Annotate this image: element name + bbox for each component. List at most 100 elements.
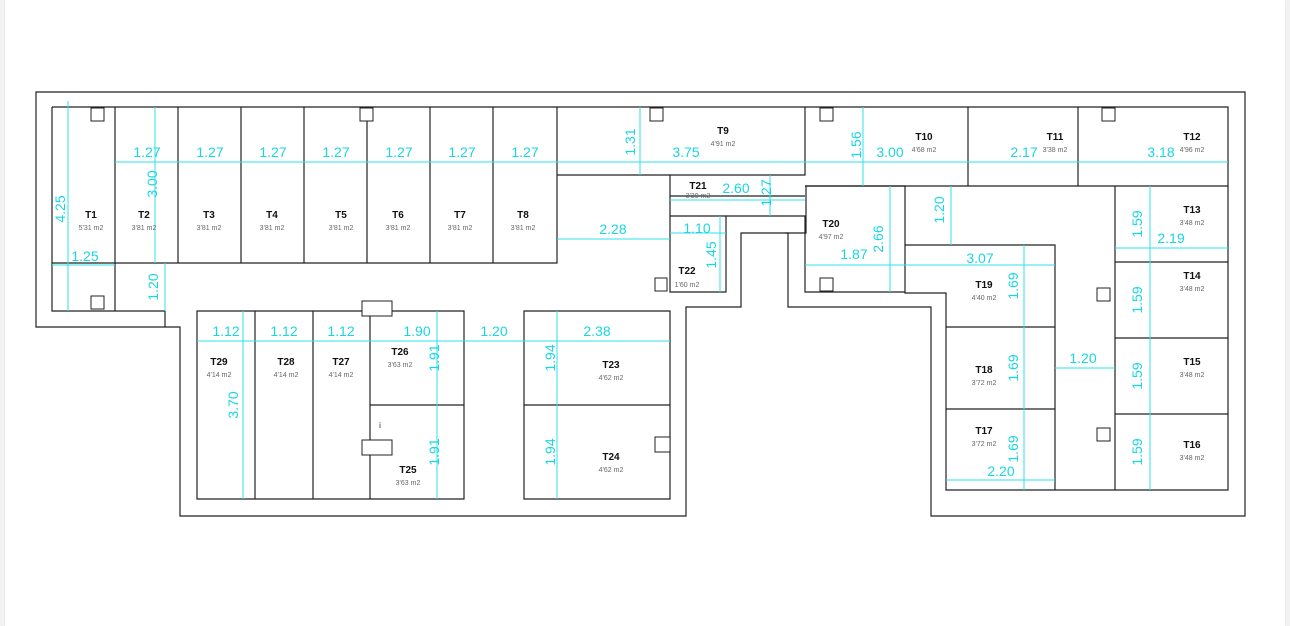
dim-label: 2.38 [583, 323, 610, 339]
dim-label: 2.28 [599, 221, 626, 237]
dim-label: 3.18 [1147, 144, 1174, 160]
dim-label: 1.90 [403, 323, 430, 339]
room-t19-area: 4'40 m2 [972, 295, 997, 302]
dim-label: 1.59 [1129, 286, 1145, 313]
room-t26-name: T26 [391, 347, 409, 358]
dim-label: 1.94 [542, 438, 558, 465]
room-t27-area: 4'14 m2 [329, 372, 354, 379]
dim-label: 2.20 [987, 463, 1014, 479]
room-t15-area: 3'48 m2 [1180, 372, 1205, 379]
dim-label: 1.10 [683, 220, 710, 236]
room-t24-area: 4'62 m2 [599, 467, 624, 474]
dim-label: 3.70 [225, 391, 241, 418]
dim-label: 1.12 [327, 323, 354, 339]
room-t17-name: T17 [975, 426, 993, 437]
room-t28-area: 4'14 m2 [274, 372, 299, 379]
inner-walls [51, 106, 1229, 500]
dim-label: 1.27 [133, 144, 160, 160]
room-t8-name: T8 [517, 210, 529, 221]
room-labels: T1 5'31 m2 T2 3'81 m2 T3 3'81 m2 T4 3'81… [79, 126, 1205, 487]
room-t13-area: 3'48 m2 [1180, 220, 1205, 227]
room-t14-name: T14 [1183, 271, 1201, 282]
dim-label: 1.20 [931, 196, 947, 223]
room-t12-area: 4'96 m2 [1180, 147, 1205, 154]
dim-label: 1.12 [212, 323, 239, 339]
marker-label: i [379, 421, 381, 430]
room-t29-area: 4'14 m2 [207, 372, 232, 379]
room-t25-name: T25 [399, 465, 417, 476]
room-t8-area: 3'81 m2 [511, 225, 536, 232]
dim-label: 1.20 [1069, 350, 1096, 366]
room-t9-name: T9 [717, 126, 729, 137]
dim-label: 1.45 [703, 241, 719, 268]
room-t3-area: 3'81 m2 [197, 225, 222, 232]
room-t18-area: 3'72 m2 [972, 380, 997, 387]
room-t22-name: T22 [678, 266, 696, 277]
dim-label: 1.59 [1129, 210, 1145, 237]
room-t1-area: 5'31 m2 [79, 225, 104, 232]
dim-label: 1.20 [480, 323, 507, 339]
room-t1-name: T1 [85, 210, 97, 221]
room-t16-name: T16 [1183, 440, 1201, 451]
room-t6-area: 3'81 m2 [386, 225, 411, 232]
room-t21-area: 3'30 m2 [686, 193, 711, 200]
dim-label: 1.91 [426, 344, 442, 371]
room-t16-area: 3'48 m2 [1180, 455, 1205, 462]
dim-label: 1.91 [426, 438, 442, 465]
outer-wall [35, 91, 1246, 517]
dim-label: 1.20 [145, 273, 161, 300]
dimension-lines [52, 101, 1228, 499]
room-t4-name: T4 [266, 210, 278, 221]
room-t18-name: T18 [975, 365, 993, 376]
dim-label: 1.59 [1129, 362, 1145, 389]
room-t15-name: T15 [1183, 357, 1201, 368]
dim-label: 1.56 [848, 131, 864, 158]
dim-label: 3.75 [672, 144, 699, 160]
room-t13-name: T13 [1183, 205, 1201, 216]
room-t7-area: 3'81 m2 [448, 225, 473, 232]
room-t17-area: 3'72 m2 [972, 441, 997, 448]
fixtures [90, 107, 1116, 456]
room-t2-area: 3'81 m2 [132, 225, 157, 232]
dimension-labels: 1.27 1.27 1.27 1.27 1.27 1.27 1.27 4.25 … [52, 128, 1185, 479]
dim-label: 4.25 [52, 195, 68, 222]
dim-label: 2.19 [1157, 230, 1184, 246]
dim-label: 1.27 [448, 144, 475, 160]
room-t20-name: T20 [822, 219, 840, 230]
dim-label: 1.27 [758, 179, 774, 206]
dim-label: 1.87 [840, 246, 867, 262]
room-t20-area: 4'97 m2 [819, 234, 844, 241]
room-t11-name: T11 [1047, 132, 1064, 143]
room-t19-name: T19 [975, 280, 993, 291]
dim-label: 1.27 [196, 144, 223, 160]
room-t10-name: T10 [915, 132, 933, 143]
dim-label: 1.59 [1129, 438, 1145, 465]
room-t23-area: 4'62 m2 [599, 375, 624, 382]
dim-label: 1.94 [542, 344, 558, 371]
dim-label: 2.66 [870, 225, 886, 252]
room-t25-area: 3'63 m2 [396, 480, 421, 487]
dim-label: 3.00 [876, 144, 903, 160]
dim-label: 1.27 [385, 144, 412, 160]
room-t23-name: T23 [602, 360, 620, 371]
room-t26-area: 3'63 m2 [388, 362, 413, 369]
room-t11-area: 3'38 m2 [1043, 147, 1068, 154]
dim-label: 1.69 [1005, 354, 1021, 381]
dim-label: 1.27 [259, 144, 286, 160]
room-t6-name: T6 [392, 210, 404, 221]
room-t28-name: T28 [277, 357, 295, 368]
dim-label: 1.69 [1005, 272, 1021, 299]
room-t2-name: T2 [138, 210, 150, 221]
room-t12-name: T12 [1183, 132, 1201, 143]
room-t27-name: T27 [332, 357, 350, 368]
floor-plan: T1 5'31 m2 T2 3'81 m2 T3 3'81 m2 T4 3'81… [35, 91, 1246, 517]
room-t3-name: T3 [203, 210, 215, 221]
room-t9-area: 4'91 m2 [711, 141, 736, 148]
room-t22-area: 1'60 m2 [675, 282, 700, 289]
dim-label: 1.25 [71, 248, 98, 264]
dim-label: 1.27 [511, 144, 538, 160]
dim-label: 1.31 [622, 128, 638, 155]
dim-label: 3.07 [966, 250, 993, 266]
dim-label: 1.12 [270, 323, 297, 339]
